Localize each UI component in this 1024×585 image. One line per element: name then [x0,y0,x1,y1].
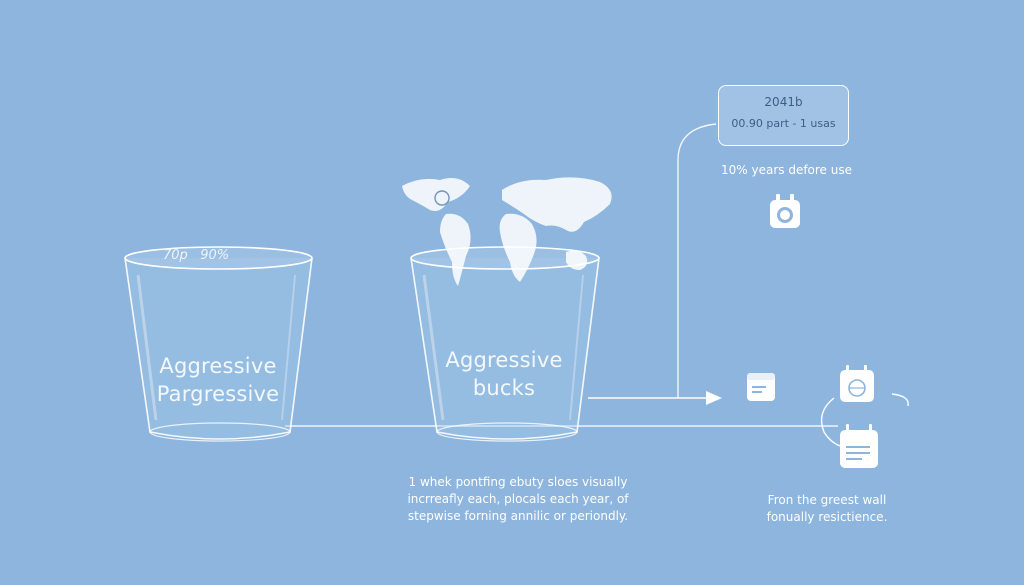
calendar-icon-globe [840,365,874,402]
cup-1 [124,246,313,442]
clock-icon [770,194,800,228]
caption-right-line2: fonually resictience. [766,510,888,524]
globe-icon [402,177,612,286]
cup-1-label: Aggressive Pargressive [138,352,298,408]
caption-center-line2: incrreafly each, plocals each year, of [407,492,629,506]
arrow-head [706,391,722,405]
caption-center-line3: stepwise forning annilic or periondly. [407,509,629,523]
caption-center-line1: 1 whek pontfing ebuty sloes visually [408,475,628,489]
info-box-line2: 00.90 part - 1 usas [731,117,836,130]
info-box: 2041b 00.90 part - 1 usas [718,85,849,146]
caption-right-line1: Fron the greest wall [767,493,887,507]
cup-2-label-line1: Aggressive [445,348,563,372]
cup-2 [410,246,600,442]
cup-2-label-line2: bucks [472,376,536,400]
info-box-line1: 2041b [764,95,803,109]
cup-1-label-line2: Pargressive [156,382,280,406]
info-caption: 10% years defore use [721,163,852,177]
info-connector [677,123,717,398]
cup-1-top-text: 70p 90% [163,248,230,263]
cup-2-label: Aggressive bucks [424,346,584,402]
calendar-icon [747,373,775,401]
cup-1-label-line1: Aggressive [159,354,277,378]
swoosh-left [820,397,841,447]
swoosh-right [891,393,909,407]
calendar-icon-large [840,424,878,468]
caption-right: Fron the greest wall fonually resictienc… [752,492,902,526]
caption-center: 1 whek pontfing ebuty sloes visually inc… [388,474,648,525]
